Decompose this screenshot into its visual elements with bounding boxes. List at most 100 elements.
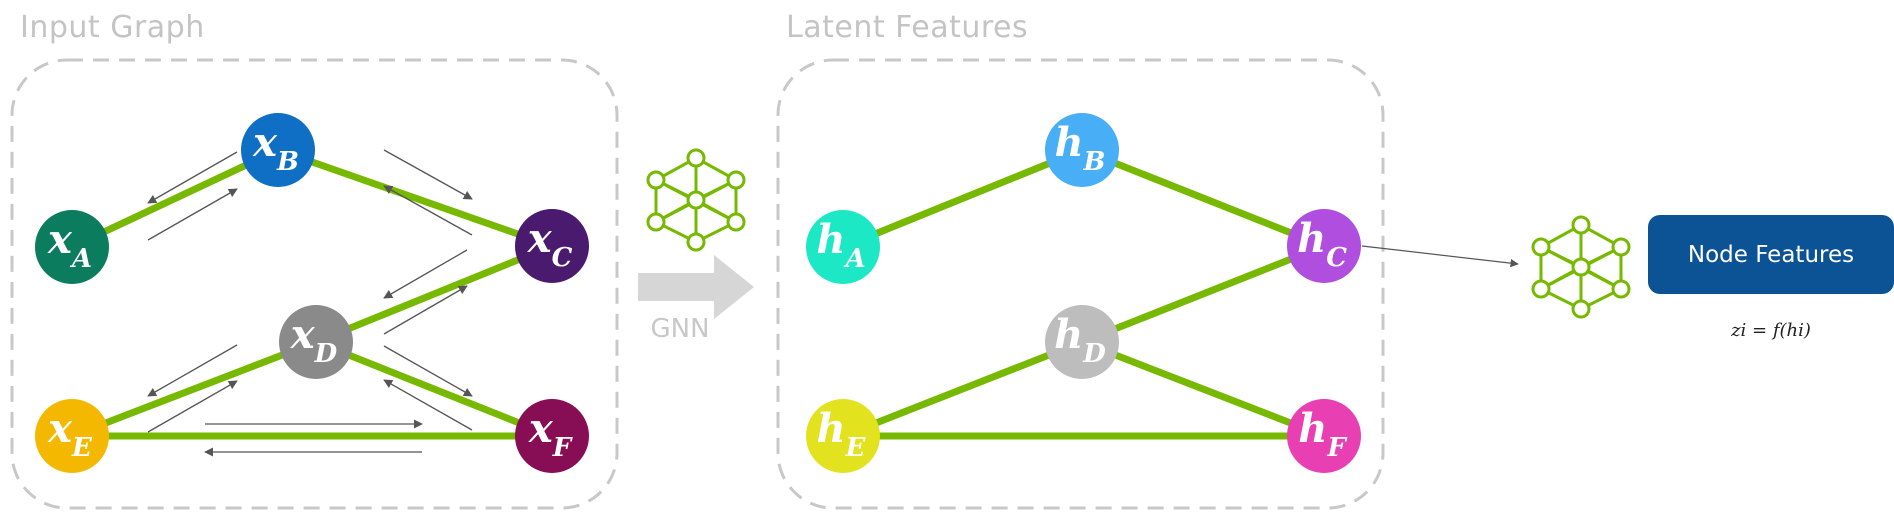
latent-node-subscript: C: [1326, 243, 1347, 273]
latent-node-var: h: [1054, 119, 1083, 166]
message-arrow: [383, 249, 468, 299]
latent-features-title: Latent Features: [786, 10, 1029, 45]
input-node-subscript: F: [552, 433, 573, 463]
nn-neuron: [1571, 215, 1591, 235]
latent-node-subscript: A: [842, 244, 865, 274]
latent-node-d: hD: [1045, 305, 1119, 379]
latent-node-circle: [1287, 399, 1361, 473]
latent-edge-de: [839, 338, 1086, 440]
input-node-label: xB: [252, 119, 299, 177]
formula-text: zi = f(hi): [1731, 320, 1811, 341]
input-node-label: xF: [528, 405, 573, 463]
input-node-var: x: [252, 119, 278, 166]
latent-node-subscript: B: [1083, 147, 1106, 177]
latent-node-circle: [1045, 305, 1119, 379]
output-connector-arrow: [1361, 245, 1519, 268]
nn-neuron: [1531, 237, 1551, 257]
message-arrow: [147, 344, 238, 397]
message-arrow: [147, 151, 238, 204]
nn-neuron: [646, 170, 666, 190]
input-node-d: xD: [279, 305, 353, 379]
latent-node-var: h: [816, 216, 845, 263]
input-edge-de: [68, 338, 320, 440]
message-arrow: [383, 379, 473, 431]
latent-edges: [839, 146, 1328, 440]
message-arrow: [383, 185, 473, 236]
neural-network-icon: [1531, 215, 1631, 319]
input-graph-title: Input Graph: [20, 10, 205, 45]
input-edges: [68, 146, 556, 440]
input-edge-cd: [312, 242, 556, 346]
latent-node-label: hD: [1054, 311, 1106, 369]
message-arrow: [383, 149, 473, 200]
latent-node-circle: [1045, 113, 1119, 187]
input-node-circle: [515, 399, 589, 473]
node-features-box: Node Features: [1648, 215, 1894, 294]
input-node-f: xF: [515, 399, 589, 473]
latent-node-circle: [1287, 209, 1361, 283]
input-node-subscript: B: [276, 147, 299, 177]
message-arrow: [147, 188, 238, 241]
gnn-label: GNN: [650, 314, 709, 344]
latent-node-subscript: E: [845, 433, 867, 463]
nn-neuron: [646, 212, 666, 232]
latent-node-circle: [806, 399, 880, 473]
latent-node-label: hB: [1054, 119, 1105, 177]
latent-node-subscript: D: [1082, 339, 1106, 369]
latent-node-var: h: [1298, 405, 1327, 452]
latent-features-panel: [776, 58, 1385, 510]
message-arrows: [147, 149, 473, 457]
message-arrow: [147, 380, 238, 433]
latent-node-b: hB: [1045, 113, 1119, 187]
message-arrow: [383, 345, 473, 397]
input-node-subscript: C: [552, 243, 573, 273]
gnn-arrow-icon: [638, 255, 754, 319]
latent-node-label: hF: [1298, 405, 1347, 463]
input-node-subscript: D: [314, 339, 338, 369]
nn-neuron: [1611, 279, 1631, 299]
input-node-circle: [279, 305, 353, 379]
nn-neuron: [686, 232, 706, 252]
latent-node-subscript: F: [1326, 433, 1347, 463]
input-node-var: x: [527, 215, 553, 262]
latent-node-f: hF: [1287, 399, 1361, 473]
input-node-var: x: [528, 405, 554, 452]
input-node-label: xD: [290, 311, 338, 369]
latent-node-var: h: [1054, 311, 1083, 358]
input-node-subscript: E: [71, 433, 93, 463]
latent-node-label: hE: [817, 405, 867, 463]
nn-neuron: [686, 190, 706, 210]
input-edge-bc: [274, 146, 556, 250]
latent-node-c: hC: [1287, 209, 1361, 283]
nn-neuron: [1531, 279, 1551, 299]
input-node-var: x: [47, 405, 73, 452]
input-node-circle: [35, 210, 109, 284]
input-graph-panel: [10, 58, 619, 510]
latent-node-circle: [806, 210, 880, 284]
neural-network-icon: [646, 148, 746, 252]
output-formula: zi = f(hi): [1648, 320, 1894, 341]
nn-neuron: [1611, 237, 1631, 257]
latent-edge-cd: [1078, 242, 1328, 346]
latent-node-var: h: [1297, 215, 1326, 262]
nn-neuron: [1571, 257, 1591, 277]
input-node-circle: [241, 113, 315, 187]
input-node-circle: [515, 209, 589, 283]
nn-neuron: [726, 212, 746, 232]
nn-neuron: [686, 148, 706, 168]
input-node-circle: [35, 399, 109, 473]
latent-node-label: hC: [1297, 215, 1347, 273]
input-node-c: xC: [515, 209, 589, 283]
nn-neuron: [1571, 299, 1591, 319]
latent-node-label: hA: [816, 216, 865, 274]
input-node-e: xE: [35, 399, 109, 473]
input-node-b: xB: [241, 113, 315, 187]
latent-node-var: h: [817, 405, 846, 452]
input-node-var: x: [290, 311, 316, 358]
input-edge-ab: [68, 146, 282, 251]
nn-neuron: [726, 170, 746, 190]
input-node-var: x: [47, 216, 73, 263]
input-edge-df: [312, 338, 556, 440]
